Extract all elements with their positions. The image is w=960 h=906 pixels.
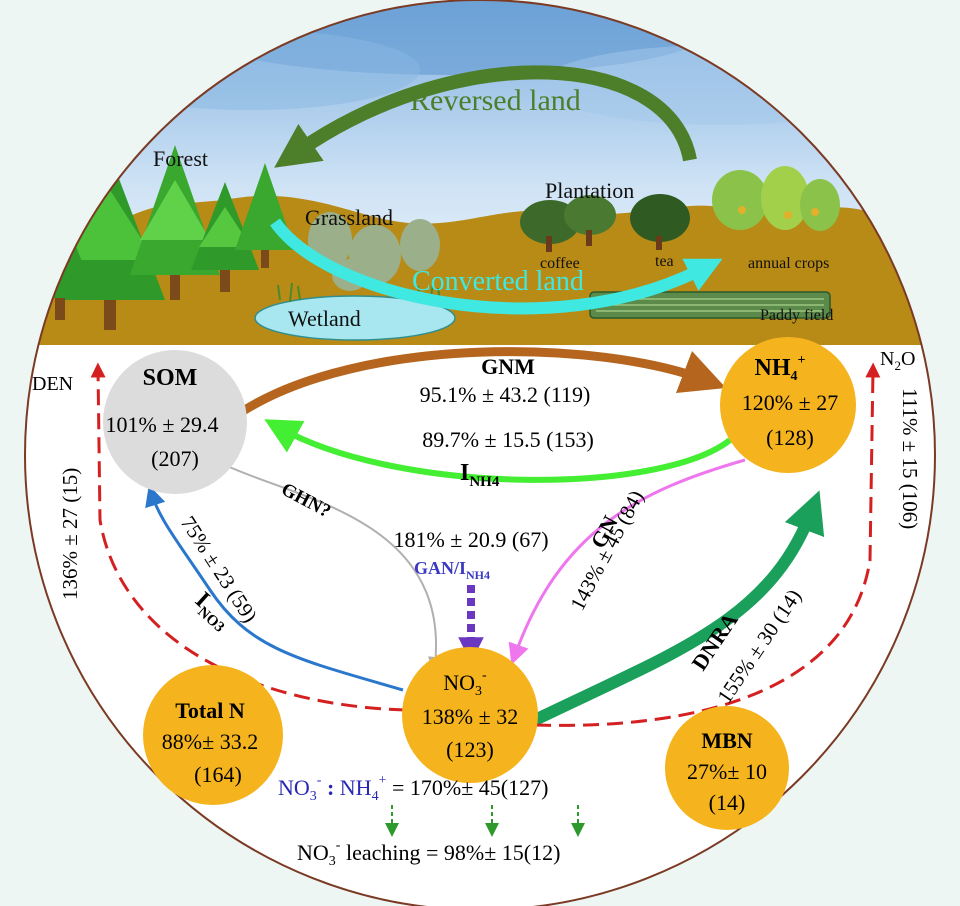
gnm-arrow	[237, 347, 727, 417]
nh4-count: (128)	[766, 425, 814, 450]
cycle-disc-outline	[24, 0, 936, 906]
dnra-arrow	[532, 490, 825, 726]
no3-pool: NO3- 138% ± 32 (123)	[402, 647, 538, 783]
mbn-name: MBN	[701, 728, 752, 753]
inh4-value: 89.7% ± 15.5 (153)	[422, 427, 594, 452]
som-name: SOM	[143, 365, 198, 391]
annual-crop-plants	[712, 166, 840, 231]
inh4-arrow	[264, 419, 732, 483]
n2o-label: N2O	[880, 348, 915, 373]
no3-value: 138% ± 32	[422, 704, 518, 729]
nh4-name: NH4+	[755, 353, 806, 384]
leaching-line: NO3- leaching = 98%± 15(12)	[297, 838, 560, 869]
total-n-value: 88%± 33.2	[162, 729, 258, 754]
forest-trees	[25, 145, 295, 330]
converted-land-arrow	[270, 218, 723, 315]
wetland-water	[254, 295, 456, 341]
total-n-count: (164)	[194, 762, 242, 787]
reversed-land-label: Reversed land	[410, 84, 581, 117]
gn-arrow	[508, 458, 746, 665]
tea-label: tea	[655, 253, 674, 270]
mbn-count: (14)	[709, 790, 746, 815]
som-pool: SOM 101% ± 29.4 (207)	[103, 350, 247, 494]
annual-crops-label: annual crops	[748, 255, 829, 272]
gan-label: GAN/INH4	[414, 558, 490, 582]
paddy-field-label: Paddy field	[760, 307, 833, 324]
n2o-arrow	[534, 362, 881, 727]
nh4-pool: NH4+ 120% ± 27 (128)	[720, 337, 856, 473]
reversed-land-arrow	[274, 65, 697, 168]
gnm-value: 95.1% ± 43.2 (119)	[420, 382, 591, 407]
grassland-label: Grassland	[305, 205, 393, 230]
som-count: (207)	[151, 446, 199, 471]
gnm-label: GNM	[481, 354, 535, 379]
ratio-line: NO3- : NH4+ = 170%± 45(127)	[278, 773, 548, 804]
den-value: 136% ± 27 (15)	[58, 468, 82, 600]
no3-count: (123)	[446, 737, 494, 762]
total-n-name: Total N	[175, 698, 245, 723]
ino3-arrow	[145, 485, 404, 692]
n2o-value: 111% ± 15 (106)	[898, 388, 922, 529]
mbn-pool: MBN 27%± 10 (14)	[665, 706, 789, 830]
plantation-label: Plantation	[545, 178, 634, 203]
gan-value: 181% ± 20.9 (67)	[393, 527, 548, 552]
total-n-pool: Total N 88%± 33.2 (164)	[143, 665, 283, 805]
coffee-bushes	[520, 195, 616, 252]
wetland-label: Wetland	[288, 306, 361, 331]
den-label: DEN	[32, 373, 73, 395]
converted-land-label: Converted land	[412, 266, 584, 297]
mbn-value: 27%± 10	[687, 759, 767, 784]
no3-name: NO3-	[443, 668, 487, 699]
den-arrow	[90, 362, 406, 712]
nh4-value: 120% ± 27	[742, 390, 838, 415]
tea-bushes	[630, 194, 690, 250]
coffee-label: coffee	[540, 255, 580, 272]
forest-label: Forest	[153, 146, 208, 171]
som-value: 101% ± 29.4	[106, 412, 219, 437]
ghn-arrow	[224, 464, 444, 673]
inh4-label: INH4	[460, 460, 500, 490]
